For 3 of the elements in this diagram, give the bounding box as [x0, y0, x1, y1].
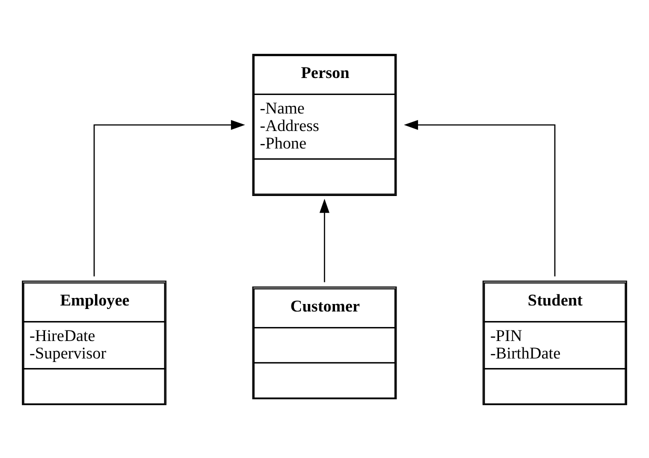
arrow: [320, 198, 330, 282]
arrow: [404, 119, 556, 276]
arrow: [94, 119, 246, 276]
